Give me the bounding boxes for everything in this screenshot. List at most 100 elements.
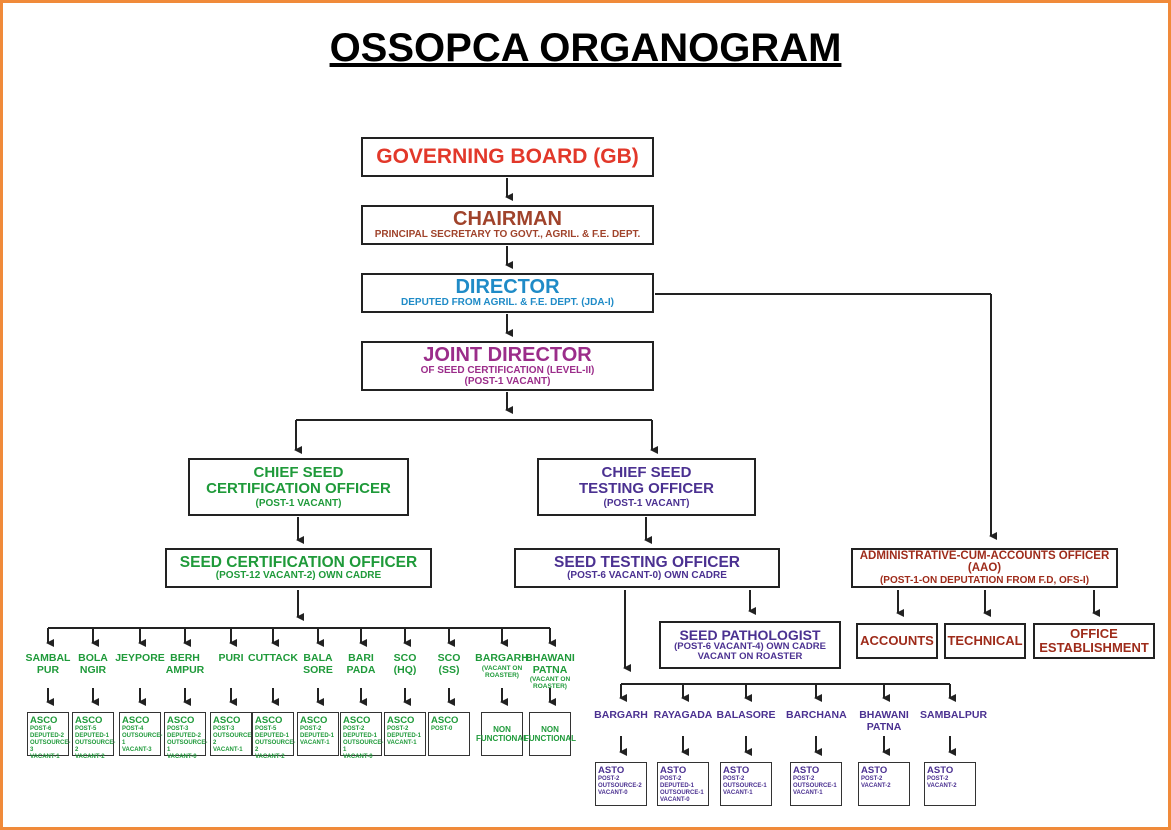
sto-unit-box-line: OUTSOURCE-1 [723,782,767,789]
accounts-box: ACCOUNTS [856,623,938,659]
sco-title: SEED CERTIFICATION OFFICER [179,553,418,571]
sco-unit-box-line: DEPUTED-2 [167,732,202,739]
sco-unit-box-line: POST-2 [300,726,322,732]
sco-unit-box-line: VACANT-1 [30,753,60,760]
technical-label: TECHNICAL [947,633,1023,649]
sco-unit-box-head: ASCO [167,715,195,726]
sco-unit-box-line: OUTSOURCE-2 [213,732,254,746]
sco-unit-box-line: DEPUTED-1 [343,732,378,739]
sco-unit-name-line1: SAMBAL [25,652,71,664]
sto-unit-box-line: POST-2 [723,776,745,782]
sco-unit-box-line: VACANT-1 [387,739,417,746]
sto-unit-box-line: POST-2 [598,776,620,782]
sco-unit-name-line1: BERH [170,652,200,664]
sco-unit-name-line1: SCO [393,652,417,664]
director-title: DIRECTOR [455,276,560,299]
sco-unit-box-line: POST-2 [387,726,409,732]
accounts-label: ACCOUNTS [860,633,934,649]
office-establishment-box: OFFICE ESTABLISHMENT [1033,623,1155,659]
sco-unit-box-line: POST-3 [213,726,235,732]
chairman-title: CHAIRMAN [453,208,562,231]
seed-testing-officer-box: SEED TESTING OFFICER (POST-6 VACANT-0) O… [514,548,780,588]
seed-pathologist-box: SEED PATHOLOGIST (POST-6 VACANT-4) OWN C… [659,621,841,669]
sco-unit-box-line: DEPUTED-1 [255,732,290,739]
sco-unit-box-head: ASCO [300,715,328,726]
seed-certification-officer-box: SEED CERTIFICATION OFFICER (POST-12 VACA… [165,548,432,588]
sto-unit-name-line1: BARGARH [594,709,648,721]
sto-unit-box-head: ASTO [598,765,625,776]
sto-posts: (POST-6 VACANT-0) OWN CADRE [567,569,727,581]
sco-unit-name-line1: PURI [218,652,244,664]
sco-unit-name-line1: BALA [303,652,333,664]
sto-unit-box-line: POST-2 [927,776,949,782]
sto-unit-box-line: POST-2 [861,776,883,782]
sco-unit-box-line: DEPUTED-1 [300,732,335,739]
sco-unit-name-line1: JEYPORE [115,652,165,664]
sco-unit-box-head: ASCO [387,715,415,726]
sto-unit-name-line2: PATNA [866,720,902,733]
sco-unit-label: SCO(SS) [419,652,479,676]
sco-unit-box-line: POST-5 [255,726,277,732]
sto-unit-name-line1: BHAWANI [859,709,909,721]
sto-unit-name-line1: BARCHANA [786,709,847,721]
sco-unit-label: JEYPORE [110,652,170,665]
sco-unit-box-line: FUNCTIONAL [524,734,576,743]
sto-unit-box-line: DEPUTED-1 [660,782,695,789]
sto-unit-box-line: VACANT-0 [660,796,690,803]
sco-unit-note: (VACANT ON ROASTER) [481,664,523,679]
sco-unit-name-line2: PATNA [532,663,568,676]
sco-unit-box-line: POST-0 [431,726,453,732]
sto-unit-label: RAYAGADA [653,709,713,722]
director-subtitle: DEPUTED FROM AGRIL. & F.E. DEPT. (JDA-I) [401,297,614,309]
csto-line2: TESTING OFFICER [579,479,714,497]
sto-unit-box-line: VACANT-1 [793,789,823,796]
sco-unit-box-line: FUNCTIONAL [476,734,528,743]
sco-unit-name-line2: PUR [36,663,60,676]
csco-line1: CHIEF SEED [253,464,344,481]
sco-unit-box-line: NON [541,725,559,734]
aao-box: ADMINISTRATIVE-CUM-ACCOUNTS OFFICER (AAO… [851,548,1118,588]
sco-unit-box-head: ASCO [343,715,371,726]
sto-unit-name-line1: RAYAGADA [653,709,713,721]
chairman-box: CHAIRMAN PRINCIPAL SECRETARY TO GOVT., A… [361,205,654,245]
sco-unit-box-head: ASCO [30,715,58,726]
director-box: DIRECTOR DEPUTED FROM AGRIL. & F.E. DEPT… [361,273,654,313]
sco-unit-box-line: POST-3 [167,726,189,732]
sco-unit-box-line: VACANT-1 [300,739,330,746]
pathologist-posts: (POST-6 VACANT-4) OWN CADRE [674,641,826,653]
sto-unit-label: BALASORE [716,709,776,722]
joint-director-level: OF SEED CERTIFICATION (LEVEL-II) [420,365,595,376]
sto-title: SEED TESTING OFFICER [553,553,740,571]
sto-unit-label: BARGARH [591,709,651,722]
sco-unit-box-line: VACANT-3 [122,746,152,753]
sco-unit-box-line: DEPUTED-1 [75,732,110,739]
sco-unit-label: PURI [201,652,261,665]
governing-board-box: GOVERNING BOARD (GB) [361,137,654,177]
sco-unit-name-line2: (SS) [438,663,460,676]
sto-unit-box-line: OUTSOURCE-1 [793,782,837,789]
sco-unit-box-head: ASCO [213,715,241,726]
sco-unit-name-line1: BARI [348,652,374,664]
sto-unit-box-line: OUTSOURCE-1 [660,789,704,796]
sco-unit-box-line: NON [493,725,511,734]
sto-unit-box-head: ASTO [723,765,750,776]
